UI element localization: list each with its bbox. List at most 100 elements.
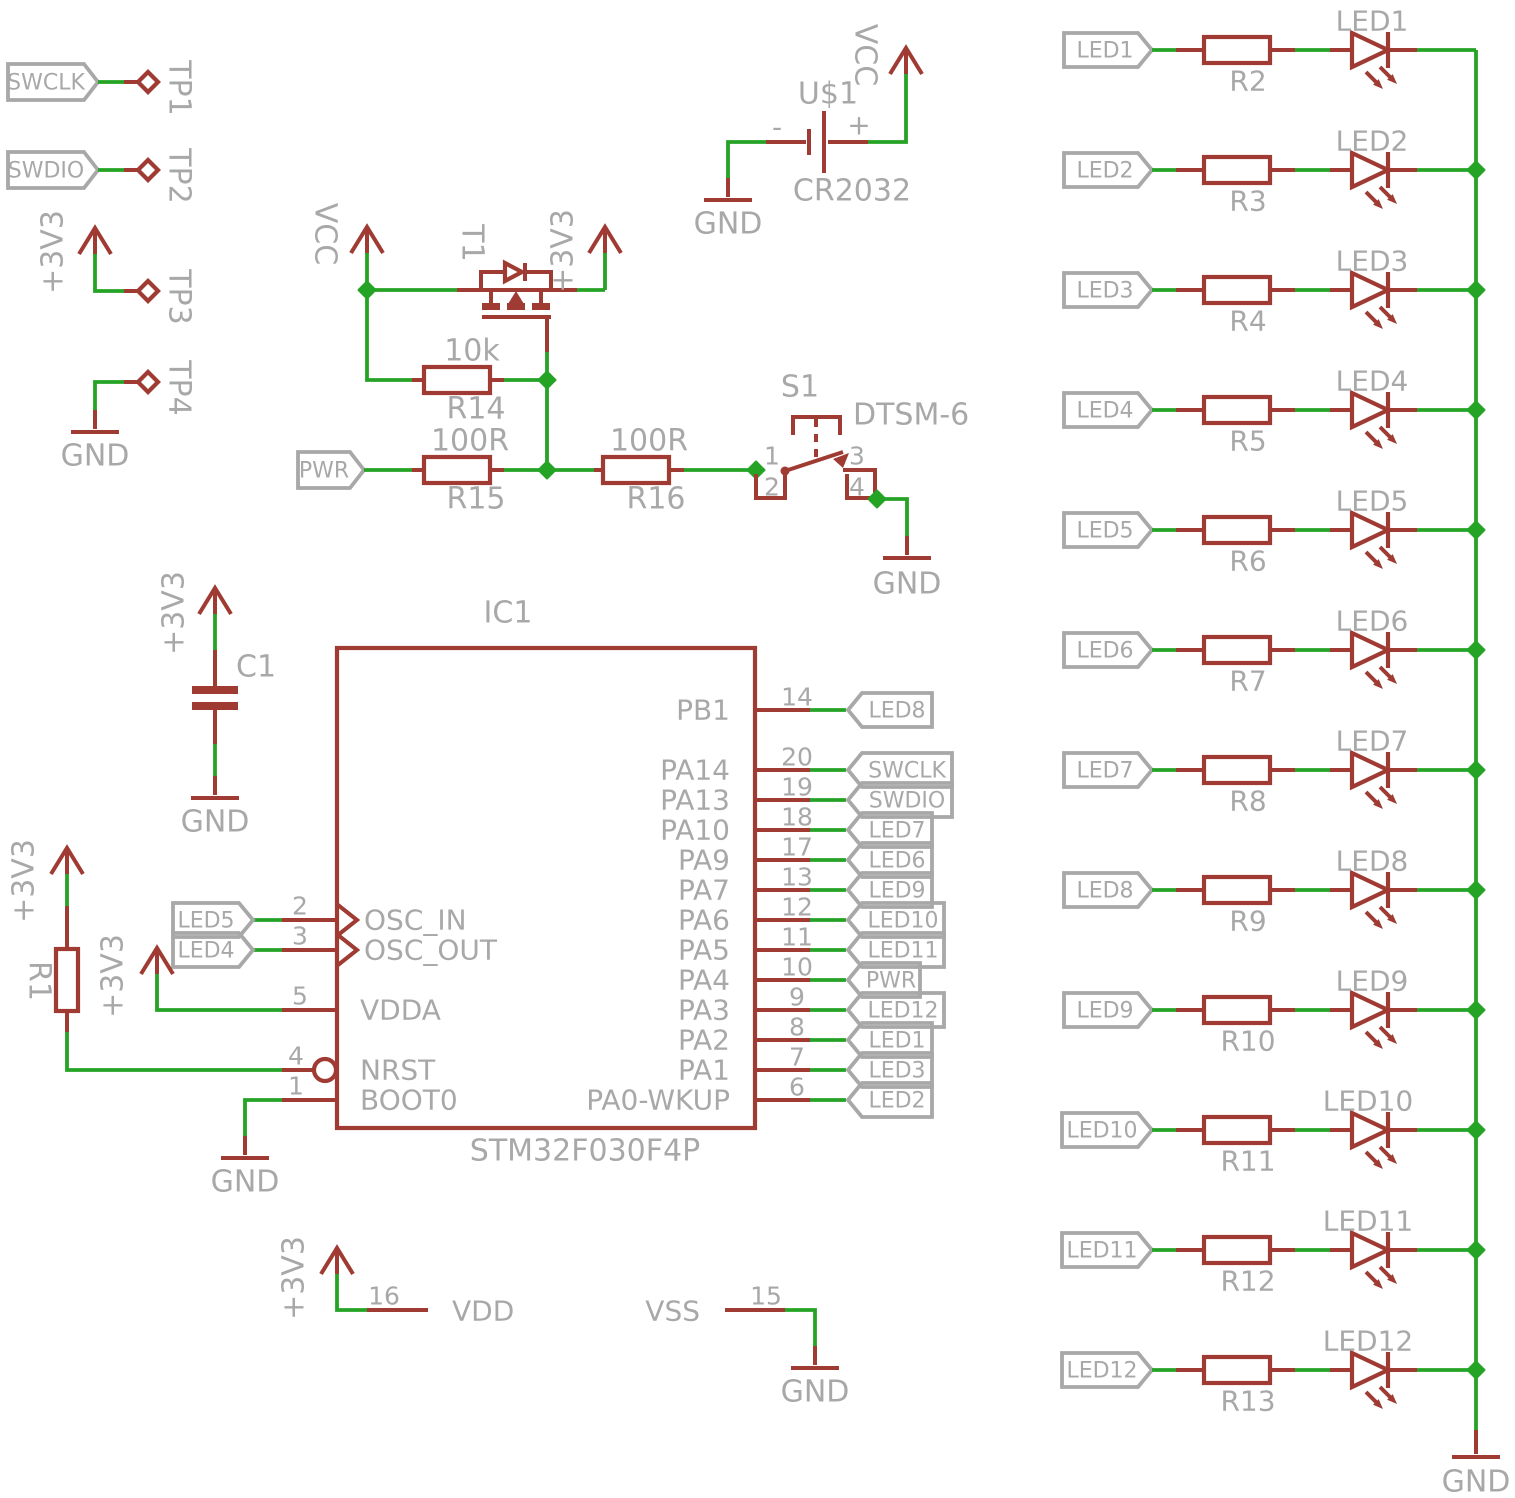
net-flag[interactable] <box>1062 31 1155 69</box>
resistor-symbol[interactable] <box>424 367 490 393</box>
led-symbol[interactable] <box>1352 1232 1397 1289</box>
led-row-2[interactable]: LED2 R3 LED2 <box>1062 125 1486 218</box>
net-flag[interactable] <box>171 931 256 969</box>
resistor-symbol[interactable] <box>1204 1117 1270 1143</box>
testpoint-diamond-icon[interactable] <box>138 160 158 180</box>
resistor-symbol[interactable] <box>1204 157 1270 183</box>
net-flag[interactable] <box>1062 871 1155 909</box>
resistor-symbol[interactable] <box>1204 517 1270 543</box>
net-flag[interactable] <box>296 450 367 490</box>
resistor-symbol[interactable] <box>1204 637 1270 663</box>
led-row-12[interactable]: LED12 R13 LED12 <box>1060 1325 1486 1418</box>
led-row-11[interactable]: LED11 R12 LED11 <box>1060 1205 1486 1298</box>
led-row-3[interactable]: LED3 R4 LED3 <box>1062 245 1486 338</box>
led-symbol[interactable] <box>1352 512 1397 569</box>
testpoint-diamond-icon[interactable] <box>138 372 158 392</box>
resistor-r15[interactable]: 100R R15 <box>412 424 509 517</box>
led-row-5[interactable]: LED5 R6 LED5 <box>1062 485 1486 578</box>
led-row-8[interactable]: LED8 R9 LED8 <box>1062 845 1486 938</box>
net-flag[interactable] <box>1060 1351 1155 1389</box>
net-flag-label: LED1 <box>1076 39 1133 64</box>
supply-arrow-icon[interactable] <box>888 46 924 76</box>
supply-arrow-icon[interactable] <box>587 225 623 255</box>
led-row-6[interactable]: LED6 R7 LED6 <box>1062 605 1486 698</box>
resistor-symbol[interactable] <box>1204 397 1270 423</box>
supply-arrow-icon[interactable] <box>319 1246 355 1276</box>
gnd-symbol-icon[interactable] <box>702 176 754 202</box>
part-name: R9 <box>1229 905 1266 938</box>
net-flag[interactable] <box>6 150 101 190</box>
net-flag[interactable] <box>1062 751 1155 789</box>
minus-sign: - <box>772 111 782 144</box>
net-flag[interactable] <box>1062 511 1155 549</box>
net-flag[interactable] <box>1062 391 1155 429</box>
led-row-1[interactable]: LED1 R2 LED1 <box>1062 5 1476 98</box>
resistor-r16[interactable]: 100R R16 <box>594 424 688 517</box>
testpoint-tp3[interactable]: +3V3 TP3 <box>36 210 197 325</box>
led-symbol[interactable] <box>1352 272 1397 329</box>
part-name: R7 <box>1229 665 1266 698</box>
switch-s1[interactable]: S1 DTSM-6 1 2 3 4 <box>754 370 969 502</box>
resistor-r1[interactable]: +3V3 R1 <box>7 839 85 1032</box>
pin-number: 6 <box>789 1073 805 1102</box>
led-row-9[interactable]: LED9 R10 LED9 <box>1062 965 1486 1058</box>
resistor-symbol[interactable] <box>1204 757 1270 783</box>
testpoint-name: TP1 <box>162 59 197 116</box>
wire <box>93 380 124 410</box>
net-flag[interactable] <box>845 691 934 729</box>
net-flag-label: LED4 <box>1076 399 1133 424</box>
net-flag[interactable] <box>1062 151 1155 189</box>
pwr-flag[interactable]: PWR <box>296 450 367 490</box>
net-flag[interactable] <box>1060 1111 1155 1149</box>
testpoint-tp4[interactable]: GND TP4 <box>61 359 197 473</box>
resistor-symbol[interactable] <box>1204 1357 1270 1383</box>
resistor-symbol[interactable] <box>424 457 490 483</box>
resistor-symbol[interactable] <box>1204 997 1270 1023</box>
ic-ic1[interactable]: IC1 STM32F030F4P PB1 14 LED8 PA14 20 SWC… <box>65 596 954 1410</box>
resistor-symbol[interactable] <box>1204 37 1270 63</box>
led-row-10[interactable]: LED10 R11 LED10 <box>1060 1085 1486 1178</box>
resistor-symbol[interactable] <box>603 457 669 483</box>
transistor-t1[interactable]: T1 <box>455 223 578 352</box>
supply-arrow-icon[interactable] <box>77 226 113 256</box>
led-symbol[interactable] <box>1352 872 1397 929</box>
testpoint-tp2[interactable]: SWDIO TP2 <box>6 147 197 204</box>
net-flag[interactable] <box>845 1081 934 1119</box>
gnd-symbol-icon[interactable] <box>219 1134 271 1160</box>
led-symbol[interactable] <box>1352 1112 1397 1169</box>
net-flag[interactable] <box>1062 991 1155 1029</box>
supply-arrow-icon[interactable] <box>139 946 175 976</box>
led-symbol[interactable] <box>1352 1352 1397 1409</box>
supply-arrow-icon[interactable] <box>349 225 385 255</box>
part-name: R12 <box>1220 1265 1275 1298</box>
net-flag[interactable] <box>1062 631 1155 669</box>
resistor-symbol[interactable] <box>53 946 81 1014</box>
resistor-symbol[interactable] <box>1204 877 1270 903</box>
led-symbol[interactable] <box>1352 632 1397 689</box>
resistor-r14[interactable]: 10k R14 <box>412 334 506 427</box>
testpoint-diamond-icon[interactable] <box>138 72 158 92</box>
led-row-7[interactable]: LED7 R8 LED7 <box>1062 725 1486 818</box>
led-symbol[interactable] <box>1352 992 1397 1049</box>
led-symbol[interactable] <box>1352 392 1397 449</box>
gnd-symbol-icon[interactable] <box>881 534 933 560</box>
resistor-symbol[interactable] <box>1204 277 1270 303</box>
supply-arrow-icon[interactable] <box>197 586 233 616</box>
net-flag[interactable] <box>6 62 101 102</box>
net-flag[interactable] <box>1060 1231 1155 1269</box>
battery-u1[interactable]: GND - + U$1 CR2032 VCC <box>694 24 924 242</box>
capacitor-c1[interactable]: +3V3 C1 GND <box>157 571 277 839</box>
led-symbol[interactable] <box>1352 32 1397 89</box>
gnd-symbol-icon[interactable] <box>189 774 241 800</box>
testpoint-tp1[interactable]: SWCLK TP1 <box>6 59 197 116</box>
led-row-4[interactable]: LED4 R5 LED4 <box>1062 365 1486 458</box>
supply-arrow-icon[interactable] <box>49 846 85 876</box>
testpoint-diamond-icon[interactable] <box>138 281 158 301</box>
led-symbol[interactable] <box>1352 152 1397 209</box>
resistor-symbol[interactable] <box>1204 1237 1270 1263</box>
gnd-symbol-icon[interactable] <box>789 1344 841 1370</box>
net-flag[interactable] <box>1062 271 1155 309</box>
gnd-symbol-icon[interactable] <box>69 408 121 434</box>
gnd-symbol-icon[interactable] <box>1450 1433 1502 1459</box>
led-symbol[interactable] <box>1352 752 1397 809</box>
